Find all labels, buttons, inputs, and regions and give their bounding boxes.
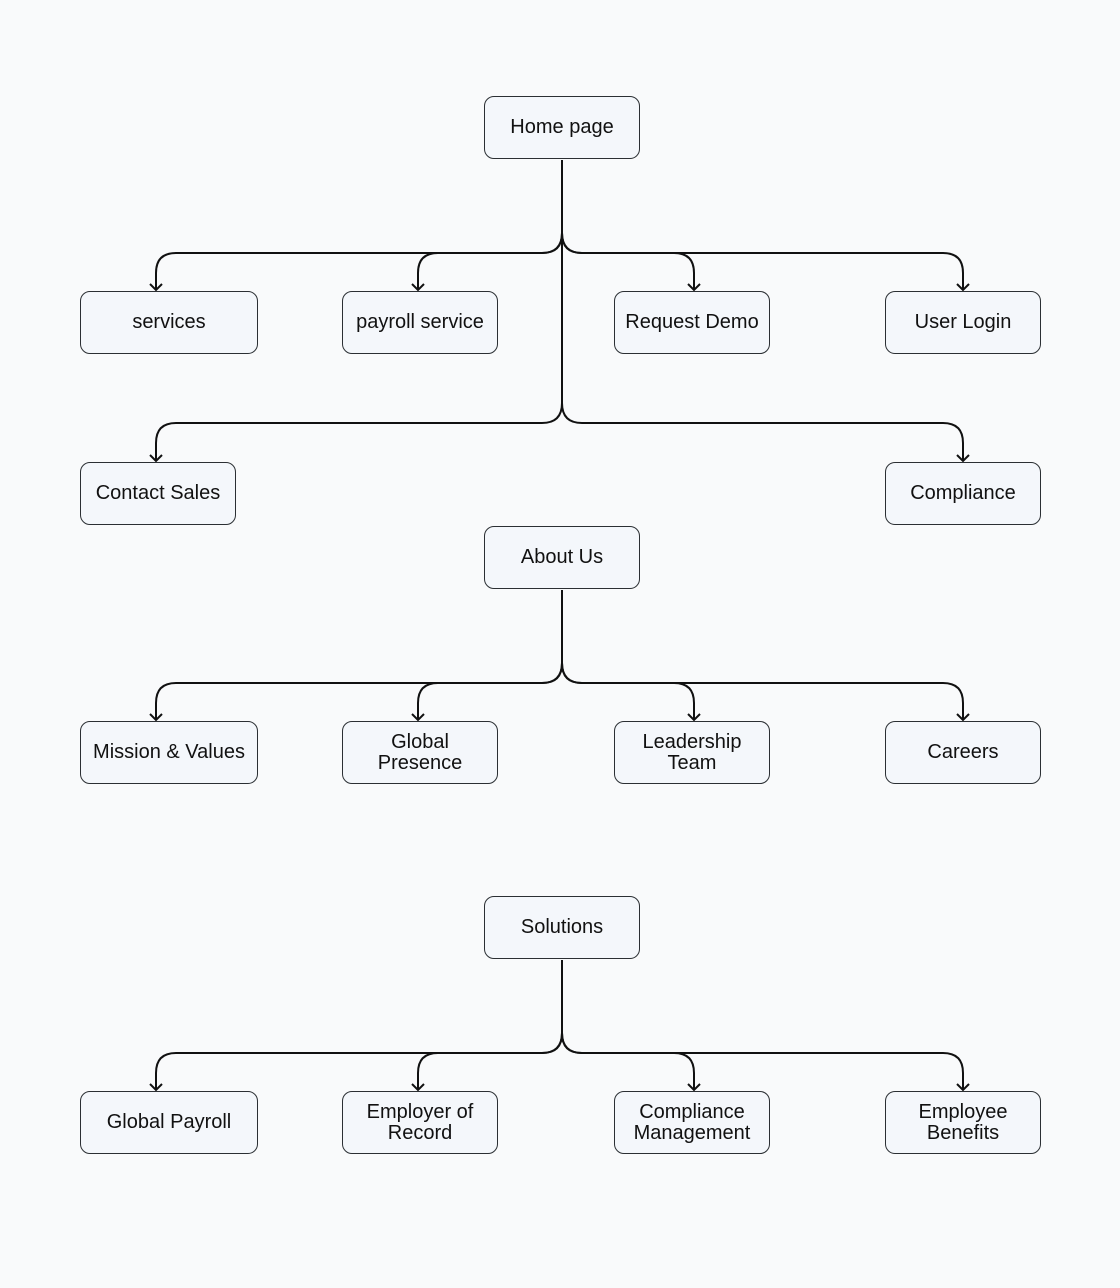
connector-line bbox=[561, 232, 964, 290]
node-label: payroll service bbox=[356, 311, 484, 333]
node-label: Contact Sales bbox=[95, 482, 221, 504]
node-label: Global Presence bbox=[377, 730, 463, 774]
connector-line bbox=[417, 662, 563, 720]
node-user-login[interactable]: User Login bbox=[885, 291, 1041, 354]
node-label: Compliance Management bbox=[633, 1100, 751, 1144]
node-label: Leadership Team bbox=[642, 730, 742, 774]
connector-line bbox=[155, 1032, 563, 1090]
connector-line bbox=[561, 1032, 964, 1090]
node-request-demo[interactable]: Request Demo bbox=[614, 291, 770, 354]
connector-arrowhead bbox=[411, 283, 425, 292]
node-label: Mission & Values bbox=[93, 741, 245, 763]
connector-arrowhead bbox=[956, 454, 970, 463]
connector-line bbox=[417, 232, 563, 290]
node-employer-of-record[interactable]: Employer of Record bbox=[342, 1091, 498, 1154]
node-label: Request Demo bbox=[625, 311, 759, 333]
node-global-presence[interactable]: Global Presence bbox=[342, 721, 498, 784]
node-label: Compliance bbox=[910, 482, 1016, 504]
node-home-page[interactable]: Home page bbox=[484, 96, 640, 159]
node-label: Employee Benefits bbox=[918, 1100, 1008, 1144]
node-label: User Login bbox=[914, 311, 1012, 333]
connector-line bbox=[155, 662, 563, 720]
connector-line bbox=[561, 662, 695, 720]
connector-line bbox=[417, 1032, 563, 1090]
node-label: About Us bbox=[520, 546, 604, 568]
connector-arrowhead bbox=[149, 283, 163, 292]
connector-arrowhead bbox=[956, 713, 970, 722]
connector-arrowhead bbox=[411, 1083, 425, 1092]
node-label: Employer of Record bbox=[366, 1100, 474, 1144]
node-label: services bbox=[132, 311, 206, 333]
node-label: Global Payroll bbox=[106, 1111, 232, 1133]
node-contact-sales[interactable]: Contact Sales bbox=[80, 462, 236, 525]
node-label: Home page bbox=[510, 116, 614, 138]
connector-arrowhead bbox=[687, 283, 701, 292]
connector-line bbox=[561, 1032, 695, 1090]
connector-line bbox=[561, 402, 964, 461]
node-compliance-management[interactable]: Compliance Management bbox=[614, 1091, 770, 1154]
connector-arrowhead bbox=[687, 713, 701, 722]
node-global-payroll[interactable]: Global Payroll bbox=[80, 1091, 258, 1154]
connector-line bbox=[155, 232, 563, 290]
connector-line bbox=[561, 662, 964, 720]
node-label: Careers bbox=[927, 741, 999, 763]
connector-arrowhead bbox=[956, 1083, 970, 1092]
connector-arrowhead bbox=[149, 1083, 163, 1092]
connector-arrowhead bbox=[149, 713, 163, 722]
connector-arrowhead bbox=[149, 454, 163, 463]
node-compliance[interactable]: Compliance bbox=[885, 462, 1041, 525]
connector-line bbox=[561, 232, 695, 290]
node-employee-benefits[interactable]: Employee Benefits bbox=[885, 1091, 1041, 1154]
connector-arrowhead bbox=[411, 713, 425, 722]
node-about-us[interactable]: About Us bbox=[484, 526, 640, 589]
node-mission-values[interactable]: Mission & Values bbox=[80, 721, 258, 784]
node-payroll-service[interactable]: payroll service bbox=[342, 291, 498, 354]
node-careers[interactable]: Careers bbox=[885, 721, 1041, 784]
connector-arrowhead bbox=[687, 1083, 701, 1092]
node-leadership-team[interactable]: Leadership Team bbox=[614, 721, 770, 784]
connector-arrowhead bbox=[956, 283, 970, 292]
node-services[interactable]: services bbox=[80, 291, 258, 354]
node-label: Solutions bbox=[520, 916, 604, 938]
node-solutions[interactable]: Solutions bbox=[484, 896, 640, 959]
connector-line bbox=[155, 402, 563, 461]
